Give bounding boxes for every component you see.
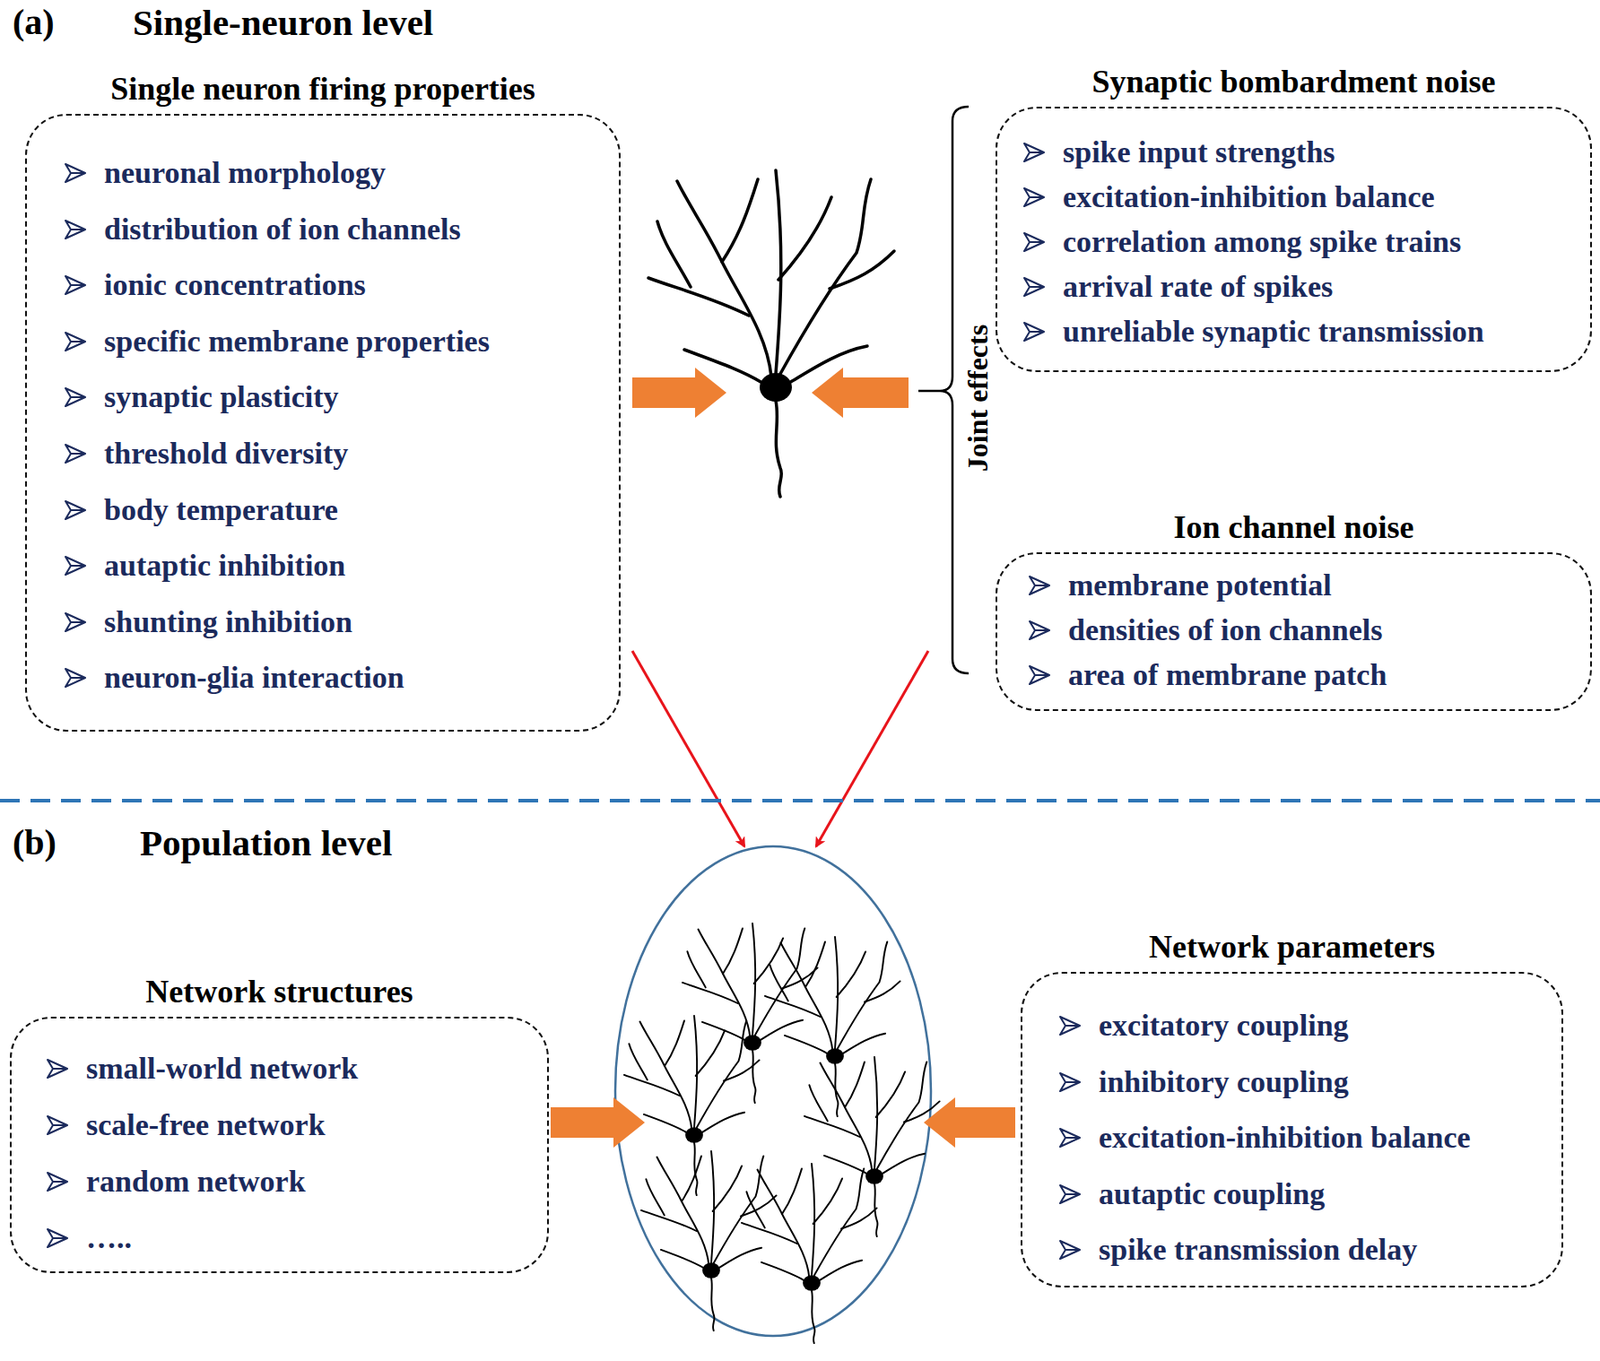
red-arrow	[632, 651, 745, 847]
list-item: spike transmission delay	[1098, 1232, 1418, 1269]
bullet-arrow	[1059, 1072, 1081, 1093]
bullet-arrow	[1023, 187, 1045, 208]
joint-bracket	[918, 106, 969, 674]
dashed-box: Synaptic bombardment noisespike input st…	[995, 106, 1592, 373]
list-item: synaptic plasticity	[104, 379, 340, 416]
list-item: scale-free network	[86, 1107, 326, 1144]
panel-letter: (b)	[12, 821, 57, 865]
bullet-arrow	[46, 1228, 69, 1249]
panel-letter: (a)	[12, 0, 55, 44]
bullet-arrow	[1059, 1184, 1081, 1205]
list-item: body temperature	[104, 492, 339, 529]
bullet-arrow	[1028, 665, 1051, 686]
dashed-box: Network structuressmall-world networksca…	[9, 1017, 549, 1274]
orange-arrow	[923, 1097, 1016, 1148]
box-heading: Single neuron firing properties	[0, 72, 655, 105]
orange-arrow	[632, 367, 727, 418]
list-item: neuronal morphology	[104, 155, 386, 192]
bullet-arrow	[1059, 1016, 1081, 1036]
bullet-arrow	[1023, 142, 1045, 163]
bullet-arrow	[64, 443, 87, 464]
list-item: densities of ion channels	[1068, 612, 1383, 649]
list-item: specific membrane properties	[104, 323, 490, 360]
orange-arrow	[550, 1097, 645, 1148]
list-item: neuron-glia interaction	[104, 660, 405, 696]
list-item: arrival rate of spikes	[1062, 269, 1333, 305]
neuron-drawing	[648, 170, 895, 497]
bullet-arrow	[46, 1172, 69, 1192]
section-divider	[0, 799, 1600, 803]
list-item: excitatory coupling	[1098, 1008, 1349, 1044]
bullet-arrow	[64, 668, 87, 688]
dashed-box: Single neuron firing propertiesneuronal …	[25, 113, 621, 732]
list-item: shunting inhibition	[104, 604, 353, 641]
bullet-arrow	[46, 1115, 69, 1136]
bullet-arrow	[46, 1059, 69, 1079]
red-arrow	[816, 651, 929, 847]
bullet-arrow	[64, 331, 87, 352]
bullet-arrow	[64, 500, 87, 521]
list-item: excitation-inhibition balance	[1098, 1120, 1471, 1157]
bullet-arrow	[64, 612, 87, 633]
list-item: excitation-inhibition balance	[1062, 179, 1435, 216]
bullet-arrow	[64, 556, 87, 576]
bullet-arrow	[1059, 1240, 1081, 1261]
bullet-arrow	[64, 219, 87, 240]
section-title: Single-neuron level	[132, 0, 434, 45]
bullet-arrow	[1023, 232, 1045, 253]
list-item: …..	[86, 1220, 132, 1257]
bullet-arrow	[1028, 620, 1051, 641]
dashed-box: Ion channel noisemembrane potentialdensi…	[995, 552, 1592, 712]
box-heading: Network structures	[0, 975, 583, 1009]
orange-arrow	[811, 367, 909, 418]
list-item: correlation among spike trains	[1062, 224, 1461, 261]
bullet-arrow	[1059, 1128, 1081, 1148]
neuron-population	[624, 923, 940, 1344]
box-heading: Ion channel noise	[961, 511, 1600, 544]
bullet-arrow	[1023, 277, 1045, 297]
bullet-arrow	[1028, 575, 1051, 596]
list-item: ionic concentrations	[104, 267, 366, 304]
dashed-box: Network parametersexcitatory couplinginh…	[1020, 972, 1564, 1288]
bullet-arrow	[64, 387, 87, 408]
bullet-arrow	[1023, 321, 1045, 342]
box-heading: Synaptic bombardment noise	[961, 65, 1600, 98]
list-item: distribution of ion channels	[104, 211, 461, 248]
bullet-arrow	[64, 163, 87, 183]
bracket-label: Joint effects	[959, 324, 996, 472]
list-item: membrane potential	[1068, 567, 1332, 604]
population-ellipse	[615, 846, 931, 1337]
list-item: area of membrane patch	[1068, 657, 1387, 694]
list-item: threshold diversity	[104, 435, 348, 472]
list-item: random network	[86, 1164, 306, 1200]
bullet-arrow	[64, 275, 87, 296]
list-item: unreliable synaptic transmission	[1062, 313, 1485, 350]
list-item: spike input strengths	[1062, 134, 1336, 171]
list-item: autaptic coupling	[1098, 1176, 1325, 1213]
section-title: Population level	[139, 821, 392, 866]
list-item: autaptic inhibition	[104, 547, 346, 584]
list-item: small-world network	[86, 1051, 358, 1087]
list-item: inhibitory coupling	[1098, 1064, 1349, 1101]
box-heading: Network parameters	[986, 930, 1598, 964]
